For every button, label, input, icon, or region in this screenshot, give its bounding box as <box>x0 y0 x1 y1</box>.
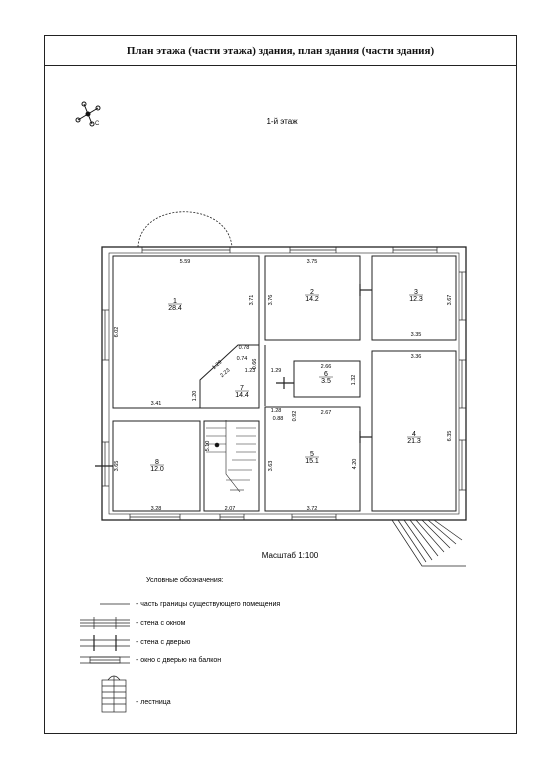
room-area: 12.0 <box>150 466 164 473</box>
doors <box>95 284 372 467</box>
legend-staircase-icon <box>101 675 127 713</box>
dimension: 3.76 <box>268 295 274 306</box>
interior-walls <box>112 255 457 512</box>
room-number: 5 <box>310 451 314 458</box>
legend: Условные обозначения: - часть границы су… <box>80 576 280 713</box>
staircase-icon <box>206 420 256 493</box>
dimension: 1.23 <box>245 368 256 374</box>
dimension: 3.67 <box>447 295 453 306</box>
page-title: План этажа (части этажа) здания, план зд… <box>126 44 435 57</box>
compass-icon: С <box>75 101 101 127</box>
dimension: 3.63 <box>268 461 274 472</box>
dimension: 1.29 <box>271 368 282 374</box>
outer-walls <box>101 246 467 521</box>
dimension: 3.75 <box>307 259 318 265</box>
dimension-labels: 5.59 6.02 3.71 3.41 1.20 3.75 3.76 3.67 … <box>114 259 453 512</box>
dimension: 3.28 <box>151 506 162 512</box>
room-number: 1 <box>173 298 177 305</box>
room-area: 14.2 <box>305 296 319 303</box>
dimension: 5.59 <box>180 259 191 265</box>
room-number: 6 <box>324 371 328 378</box>
dimension: 1.32 <box>351 375 357 386</box>
dimension: 2.67 <box>321 410 332 416</box>
room-number: 7 <box>240 385 244 392</box>
room-labels: 1 28.4 2 14.2 3 12.3 4 21.3 5 15.1 6 3.5… <box>150 289 423 473</box>
legend-balcony-door-icon <box>80 656 130 664</box>
room-area: 21.3 <box>407 438 421 445</box>
dimension: 3.41 <box>151 401 162 407</box>
dimension: 0.74 <box>237 356 248 362</box>
legend-window-wall-icon <box>80 617 130 629</box>
dimension: 1.29 <box>211 359 223 370</box>
dimension: 6.35 <box>447 431 453 442</box>
scale-label: Масштаб 1:100 <box>262 551 319 560</box>
dimension: 1.28 <box>271 408 282 414</box>
legend-door-wall-icon <box>80 635 130 651</box>
dimension: 1.20 <box>192 391 198 402</box>
dimension: 5.10 <box>205 441 211 452</box>
room-number: 8 <box>155 459 159 466</box>
room-area: 28.4 <box>168 305 182 312</box>
room-area: 14.4 <box>235 392 249 399</box>
windows <box>102 247 466 520</box>
dimension: 3.36 <box>411 354 422 360</box>
room-area: 3.5 <box>321 378 331 385</box>
dimension: 3.72 <box>307 506 318 512</box>
compass-label: С <box>95 121 100 127</box>
dimension: 2.66 <box>321 364 332 370</box>
dimension: 4.20 <box>352 459 358 470</box>
exterior-steps <box>376 519 466 567</box>
dimension: 3.65 <box>114 461 120 472</box>
balcony-arc <box>137 211 233 248</box>
drawing-sheet: План этажа (части этажа) здания, план зд… <box>44 35 517 734</box>
dimension: 2.07 <box>225 506 236 512</box>
room-area: 12.3 <box>409 296 423 303</box>
dimension: 0.78 <box>239 345 250 351</box>
floor-label: 1-й этаж <box>266 117 298 126</box>
room-number: 2 <box>310 289 314 296</box>
dimension: 3.71 <box>249 295 255 306</box>
legend-item: - окно с дверью на балкон <box>136 656 221 664</box>
room-number: 3 <box>414 289 418 296</box>
room-number: 4 <box>412 431 416 438</box>
dimension: 3.35 <box>411 332 422 338</box>
dimension: 6.02 <box>114 327 120 338</box>
legend-item: - часть границы существующего помещения <box>136 601 280 608</box>
title-box: План этажа (части этажа) здания, план зд… <box>45 36 516 66</box>
room-area: 15.1 <box>305 458 319 465</box>
legend-item: - стена с дверью <box>136 639 190 646</box>
dimension: 0.66 <box>252 359 258 370</box>
dimension: 0.92 <box>292 411 298 422</box>
legend-heading: Условные обозначения: <box>146 576 224 584</box>
dimension: 2.23 <box>219 367 231 378</box>
legend-item: - лестница <box>136 699 171 706</box>
dimension: 0.88 <box>273 416 284 422</box>
legend-item: - стена с окном <box>136 620 186 627</box>
